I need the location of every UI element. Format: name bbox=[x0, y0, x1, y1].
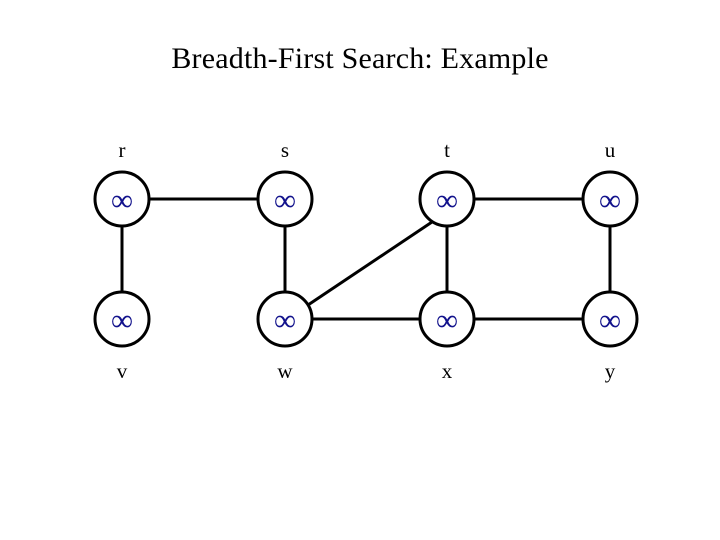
node-distance-value-r: ∞ bbox=[111, 183, 133, 218]
node-circle-y bbox=[581, 290, 639, 348]
node-name-label-s: s bbox=[281, 138, 289, 162]
node-label-layer: r s t u v w x y bbox=[117, 138, 616, 383]
node-circle-r bbox=[93, 170, 151, 228]
node-circle-w bbox=[256, 290, 314, 348]
node-distance-value-x: ∞ bbox=[436, 303, 458, 338]
node-circle-s bbox=[256, 170, 314, 228]
node-circle-x bbox=[418, 290, 476, 348]
page-title: Breadth-First Search: Example bbox=[171, 42, 549, 75]
graph-node-t[interactable]: ∞ bbox=[418, 170, 476, 228]
node-name-label-y: y bbox=[605, 359, 616, 383]
graph-node-s[interactable]: ∞ bbox=[256, 170, 314, 228]
node-distance-value-y: ∞ bbox=[599, 303, 621, 338]
graph-edge-w-t bbox=[307, 220, 433, 307]
node-name-label-v: v bbox=[117, 359, 128, 383]
node-circle-u bbox=[581, 170, 639, 228]
node-name-label-t: t bbox=[444, 138, 450, 162]
graph-node-r[interactable]: ∞ bbox=[93, 170, 151, 228]
graph-node-y[interactable]: ∞ bbox=[581, 290, 639, 348]
node-layer: ∞ ∞ ∞ ∞ ∞ ∞ ∞ ∞ bbox=[93, 170, 639, 348]
node-name-label-w: w bbox=[277, 359, 293, 383]
edge-layer bbox=[120, 197, 612, 321]
graph-node-u[interactable]: ∞ bbox=[581, 170, 639, 228]
graph-node-v[interactable]: ∞ bbox=[93, 290, 151, 348]
graph-node-w[interactable]: ∞ bbox=[256, 290, 314, 348]
graph-node-x[interactable]: ∞ bbox=[418, 290, 476, 348]
node-name-label-u: u bbox=[605, 138, 616, 162]
node-distance-value-t: ∞ bbox=[436, 183, 458, 218]
node-distance-value-w: ∞ bbox=[274, 303, 296, 338]
node-circle-v bbox=[93, 290, 151, 348]
node-distance-value-u: ∞ bbox=[599, 183, 621, 218]
node-name-label-x: x bbox=[442, 359, 453, 383]
node-distance-value-v: ∞ bbox=[111, 303, 133, 338]
node-circle-t bbox=[418, 170, 476, 228]
node-distance-value-s: ∞ bbox=[274, 183, 296, 218]
node-name-label-r: r bbox=[119, 138, 126, 162]
